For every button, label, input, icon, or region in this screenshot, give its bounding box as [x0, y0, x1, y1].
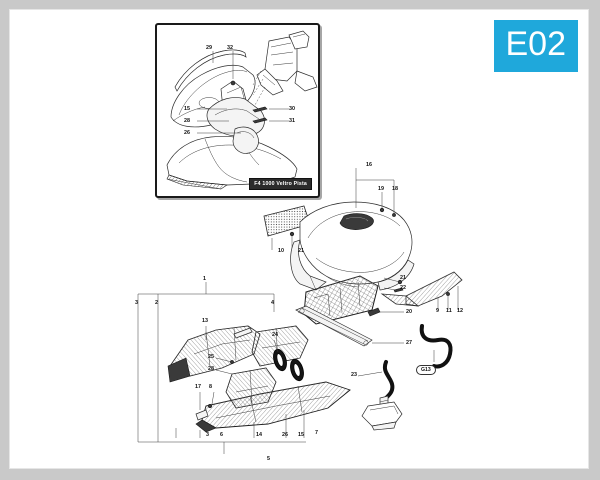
inset-reference-panel: 29 32 15 28 26 30 31 F4 1000 Veltro Pist… — [155, 23, 320, 198]
main-exploded-drawing — [137, 168, 463, 454]
callout-13: 13 — [202, 318, 208, 324]
callout-12: 12 — [457, 308, 463, 314]
leader-16-19-18 — [355, 168, 396, 217]
callout-3-top: 3 — [135, 300, 138, 306]
callout-5: 5 — [267, 456, 270, 462]
callout-4: 4 — [271, 300, 274, 306]
inset-callout-26: 26 — [184, 130, 190, 136]
part-tail-undertray — [303, 275, 404, 325]
leader-bracket-bottom — [138, 410, 306, 454]
callout-21-tank: 21 — [400, 275, 406, 281]
callout-14: 14 — [256, 432, 262, 438]
part-fuel-tank — [290, 201, 415, 291]
inset-callout-32: 32 — [227, 45, 233, 51]
inset-callout-31: 31 — [289, 118, 295, 124]
inset-callout-30: 30 — [289, 106, 295, 112]
callout-24: 24 — [272, 332, 278, 338]
part-hose-g13 — [419, 324, 453, 369]
callout-23: 23 — [351, 372, 357, 378]
callout-3-bot: 3 — [206, 432, 209, 438]
callout-1: 1 — [203, 276, 206, 282]
callout-26: 26 — [282, 432, 288, 438]
callout-19: 19 — [378, 186, 384, 192]
callout-16: 16 — [366, 162, 372, 168]
part-hose-23 — [357, 360, 403, 431]
part-right-side-panel — [380, 271, 463, 310]
part-support-rail — [295, 305, 404, 347]
inset-callout-28: 28 — [184, 118, 190, 124]
callout-21-panel: 21 — [298, 248, 304, 254]
callout-11: 11 — [446, 308, 452, 314]
callout-7: 7 — [315, 430, 318, 436]
diagram-sheet: E02 — [10, 10, 588, 468]
sheet-code-badge: E02 — [493, 20, 578, 72]
callout-28: 28 — [208, 366, 214, 372]
callout-2: 2 — [155, 300, 158, 306]
part-left-lower-fairing — [167, 325, 351, 433]
inset-caption: F4 1000 Veltro Pista — [249, 178, 312, 190]
callout-6: 6 — [220, 432, 223, 438]
callout-27: 27 — [406, 340, 412, 346]
hose-reference-bubble: G13 — [416, 365, 436, 375]
leader-bracket-top — [137, 282, 279, 442]
callout-8: 8 — [209, 384, 212, 390]
callout-15: 15 — [298, 432, 304, 438]
callout-17: 17 — [195, 384, 201, 390]
inset-callout-29: 29 — [206, 45, 212, 51]
callout-9: 9 — [436, 308, 439, 314]
callout-25: 25 — [208, 354, 214, 360]
callout-20: 20 — [406, 309, 412, 315]
callout-22: 22 — [400, 285, 406, 291]
inset-drawing — [166, 30, 318, 190]
callout-18: 18 — [392, 186, 398, 192]
inset-callout-15: 15 — [184, 106, 190, 112]
callout-10: 10 — [278, 248, 284, 254]
